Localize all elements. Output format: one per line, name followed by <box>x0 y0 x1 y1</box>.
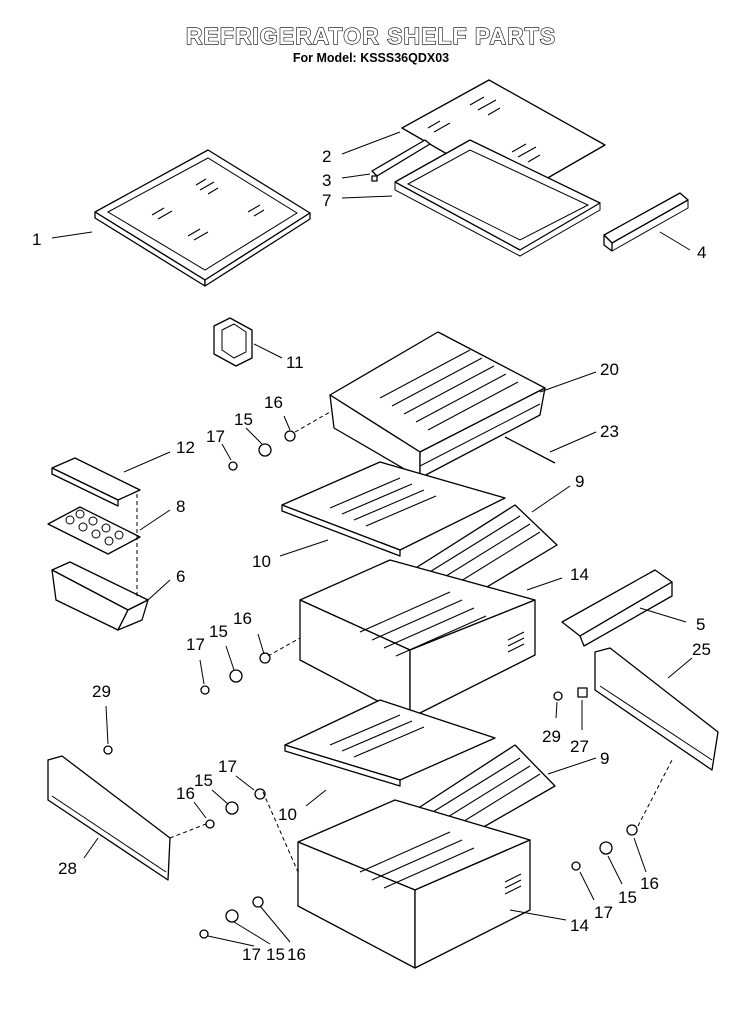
part-6-bin <box>51 561 149 631</box>
callout-15c: 15 <box>194 771 213 790</box>
assembly-dashline-4 <box>637 759 673 827</box>
callout-16a: 16 <box>264 393 283 412</box>
callout-14a: 14 <box>570 565 589 584</box>
hardware-set-e <box>571 824 638 871</box>
callout-17c: 17 <box>218 757 237 776</box>
callout-17b: 17 <box>186 635 205 654</box>
callout-5: 5 <box>696 615 705 634</box>
callout-9b: 9 <box>600 749 609 768</box>
part-8-egg-tray <box>47 506 141 555</box>
page-title: REFRIGERATOR SHELF PARTS <box>186 23 556 49</box>
part-23-rod <box>504 436 556 464</box>
callout-labels: 1 2 3 7 4 11 20 23 16 15 17 12 8 6 9 10 … <box>32 147 711 964</box>
callout-6: 6 <box>176 567 185 586</box>
callout-14b: 14 <box>570 916 589 935</box>
callout-16c: 16 <box>176 784 195 803</box>
callout-15b: 15 <box>209 622 228 641</box>
part-14-drawer-upper <box>299 559 536 719</box>
callout-9a: 9 <box>575 472 584 491</box>
callout-16b: 16 <box>233 609 252 628</box>
callout-17a: 17 <box>206 427 225 446</box>
callout-29a: 29 <box>92 682 111 701</box>
callout-17d: 17 <box>594 903 613 922</box>
callout-7: 7 <box>322 191 331 210</box>
callout-23: 23 <box>600 422 619 441</box>
leader-lines <box>51 131 693 947</box>
callout-1: 1 <box>32 230 41 249</box>
hardware-set-b <box>200 652 271 695</box>
hardware-set-c <box>553 687 588 701</box>
part-4-rail <box>603 192 689 252</box>
assembly-dashline-2 <box>267 637 301 657</box>
callout-10a: 10 <box>252 552 271 571</box>
part-12-lid <box>51 457 141 507</box>
callout-4: 4 <box>697 243 706 262</box>
part-3-front-trim <box>371 139 431 182</box>
callout-20: 20 <box>600 360 619 379</box>
model-subtitle: For Model: KSSS36QDX03 <box>293 51 449 65</box>
callout-3: 3 <box>322 171 331 190</box>
part-14-drawer-lower <box>297 799 531 969</box>
part-10-glass-shelf-lower <box>284 699 496 787</box>
callout-16d: 16 <box>640 874 659 893</box>
part-11-bracket <box>213 317 253 367</box>
callout-12: 12 <box>176 438 195 457</box>
hardware-set-a <box>228 430 296 471</box>
callout-2: 2 <box>322 147 331 166</box>
part-7-shelf-frame <box>394 139 601 257</box>
callout-25: 25 <box>692 640 711 659</box>
part-25-side-bracket <box>594 647 719 771</box>
callout-15d: 15 <box>618 888 637 907</box>
assembly-dashline-5 <box>169 823 207 839</box>
callout-8: 8 <box>176 497 185 516</box>
hardware-set-d <box>205 788 266 829</box>
callout-11: 11 <box>286 353 304 372</box>
callout-29b: 29 <box>542 727 561 746</box>
part-1-glass-shelf <box>94 149 311 287</box>
hardware-screw-29a <box>103 745 113 755</box>
assembly-dashline-3 <box>262 791 299 873</box>
assembly-dashline-1 <box>294 411 331 433</box>
part-10-glass-shelf-upper <box>281 461 506 557</box>
callout-15e: 15 <box>266 945 285 964</box>
callout-10b: 10 <box>278 805 297 824</box>
callout-17e: 17 <box>242 945 261 964</box>
callout-16e: 16 <box>287 945 306 964</box>
part-20-crisper-pan <box>329 331 546 479</box>
hardware-set-f <box>199 896 264 939</box>
part-28-side-bracket <box>47 755 171 881</box>
callout-15a: 15 <box>234 410 253 429</box>
callout-27: 27 <box>570 737 589 756</box>
callout-28: 28 <box>58 859 77 878</box>
part-5-rail <box>561 569 673 647</box>
